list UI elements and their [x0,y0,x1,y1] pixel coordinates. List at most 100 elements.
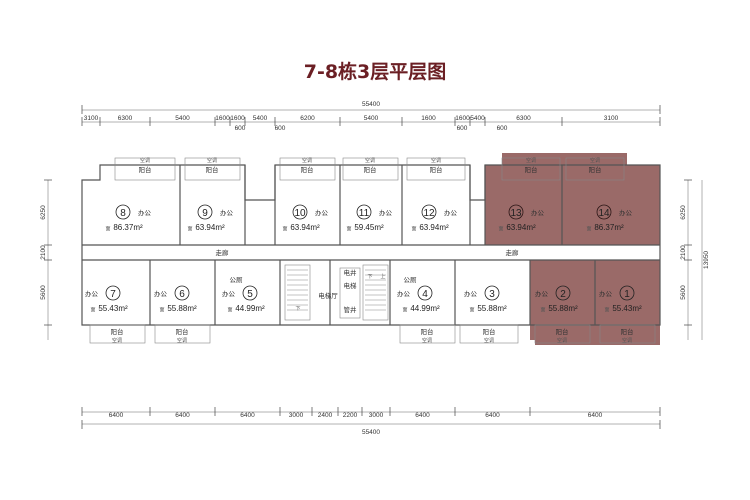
right-dim-label: 5600 [680,285,687,300]
unit-number-circle [421,204,437,220]
ac-label: 空调 [207,157,217,164]
balcony-label: 阳台 [621,327,634,336]
bottom-dim-label: 6400 [588,412,603,419]
ac-label: 空调 [431,157,441,164]
unit-area: 59.45m² [354,223,384,232]
balcony-label: 阳台 [556,327,569,336]
pipe-well-label: 管井 [344,305,358,314]
ac-label: 空调 [590,157,600,164]
unit-number: 5 [247,289,253,300]
unit-number-circle [596,204,612,220]
bottom-dim-label: 6400 [485,412,500,419]
balcony-label: 阳台 [176,327,189,336]
unit-number: 7 [110,289,116,300]
balcony-label: 阳台 [301,165,314,174]
top-dim-label: 5400 [253,115,268,122]
unit-office-label: 办公 [154,289,168,298]
unit-number: 2 [560,289,566,300]
bottom-dim-label: 2400 [318,412,333,419]
unit-area: 63.94m² [290,223,320,232]
unit-number-circle [555,285,571,301]
unit-office-label: 办公 [599,289,613,298]
unit-office-label: 办公 [397,289,411,298]
corridor-label-right: 走廊 [506,248,520,257]
top-small-dim: 600 [275,125,286,132]
area-prefix: 面 [402,307,407,313]
balcony-label: 阳台 [364,165,377,174]
unit-area: 55.88m² [548,304,578,313]
unit-number: 10 [294,208,306,219]
unit-number-circle [508,204,524,220]
balcony-label: 阳台 [483,327,496,336]
unit-area: 55.43m² [612,304,642,313]
bottom-dim-label: 6400 [109,412,124,419]
unit-number-circle [356,204,372,220]
building-plan [81,153,661,345]
unit-area: 63.94m² [506,223,536,232]
top-dim-label: 1600 [230,115,245,122]
right-dim-label: 6250 [680,205,687,220]
top-dim-label: 6200 [300,115,315,122]
unit-number-circle [292,204,308,220]
unit-office-label: 办公 [315,208,329,217]
unit-office-label: 办公 [619,208,633,217]
corridor-label-left: 走廊 [216,248,230,257]
area-prefix: 面 [282,226,287,232]
balcony-label: 阳台 [589,165,602,174]
page-title: 7-8栋3层平层图 [304,60,447,83]
ac-label: 空调 [112,337,122,344]
elevator-hall-label: 电梯厅 [318,291,338,300]
unit-area: 55.43m² [98,304,128,313]
top-small-dim: 600 [235,125,246,132]
unit-number: 14 [598,208,610,219]
unit-number: 4 [422,289,428,300]
unit-number-circle [115,204,131,220]
right-dim-label: 2100 [680,245,687,260]
ac-label: 空调 [484,337,494,344]
top-dim-label: 3100 [604,115,619,122]
unit-number: 3 [489,289,495,300]
left-dim-label: 6250 [40,205,47,220]
unit-area: 63.94m² [419,223,449,232]
area-prefix: 面 [411,226,416,232]
unit-area: 55.88m² [167,304,197,313]
unit-number: 13 [510,208,522,219]
unit-number: 8 [120,208,126,219]
top-dim-label: 1600 [215,115,230,122]
stair-down-label: 下 [295,306,300,312]
area-prefix: 面 [90,307,95,313]
unit-office-label: 办公 [220,208,234,217]
unit-number-circle [197,204,213,220]
unit-office-label: 办公 [379,208,393,217]
public-toilet-label: 公厕 [404,276,418,284]
balcony-label: 阳台 [111,327,124,336]
unit-area: 44.99m² [235,304,265,313]
unit-office-label: 办公 [531,208,545,217]
highlight-balcony-top [502,153,627,165]
ac-label: 空调 [622,337,632,344]
top-dim-label: 6300 [516,115,531,122]
ac-label: 空调 [177,337,187,344]
area-prefix: 面 [469,307,474,313]
balcony-label: 阳台 [139,165,152,174]
unit-office-label: 办公 [138,208,152,217]
unit-area: 86.37m² [594,223,624,232]
ac-label: 空调 [365,157,375,164]
area-prefix: 面 [498,226,503,232]
unit-number-circle [484,285,500,301]
unit-area: 44.99m² [410,304,440,313]
unit-office-label: 办公 [222,289,236,298]
ac-label: 空调 [422,337,432,344]
unit-area: 63.94m² [195,223,225,232]
unit-area: 55.88m² [477,304,507,313]
unit-office-label: 办公 [85,289,99,298]
balcony-label: 阳台 [421,327,434,336]
unit-number: 11 [359,208,370,219]
unit-area: 86.37m² [113,223,143,232]
bottom-dim-label: 3000 [289,412,304,419]
stair-up-label: 上 [380,273,385,280]
